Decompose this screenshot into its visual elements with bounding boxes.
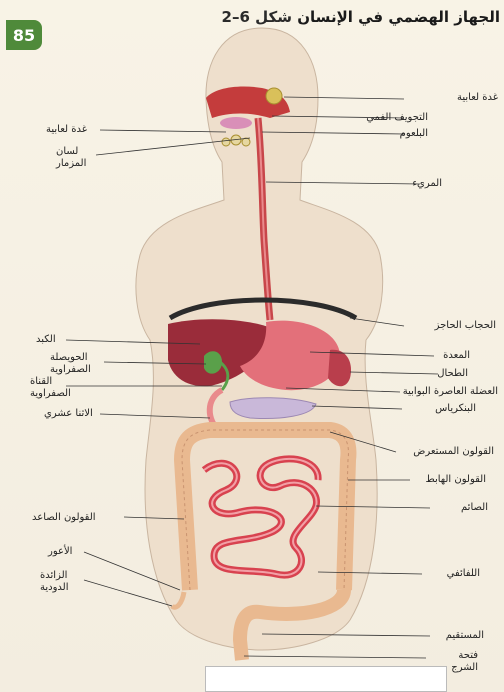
- label-esophagus: المريء: [412, 178, 442, 190]
- label-liver: الكبد: [36, 334, 56, 346]
- label-pharynx: البلعوم: [400, 128, 428, 140]
- label-ileum: اللفائفي: [447, 568, 480, 580]
- label-transverse-colon: القولون المستعرض: [413, 446, 494, 458]
- label-descending-colon: القولون الهابط: [425, 474, 486, 486]
- label-salivary-gland-right: غدة لعابية: [457, 92, 498, 104]
- label-gallbladder: الحويصلة الصفراوية: [50, 352, 106, 376]
- label-ascending-colon: القولون الصاعد: [32, 512, 96, 524]
- label-bile-duct: القناة الصفراوية: [30, 376, 86, 400]
- label-oral-cavity: التجويف الفمي: [366, 112, 428, 124]
- label-jejunum: الصائم: [461, 502, 488, 514]
- label-salivary-gland-left: غدة لعابية: [46, 124, 87, 136]
- bottom-blank-box: [205, 666, 447, 692]
- label-stomach: المعدة: [443, 350, 470, 362]
- salivary-gland-upper: [266, 88, 282, 104]
- label-pancreas: البنكرياس: [435, 403, 476, 415]
- label-spleen: الطحال: [437, 368, 468, 380]
- label-cecum: الأعور: [48, 546, 72, 558]
- label-rectum: المستقيم: [446, 630, 484, 642]
- tongue: [220, 117, 252, 129]
- label-duodenum: الاثنا عشري: [44, 408, 93, 420]
- label-diaphragm: الحجاب الحاجز: [435, 320, 496, 332]
- label-epiglottis: لسان المزمار: [56, 146, 100, 170]
- label-appendix: الزائدة الدودية: [40, 570, 86, 594]
- label-pyloric-sphincter: العضلة العاصرة البوابية: [403, 386, 498, 398]
